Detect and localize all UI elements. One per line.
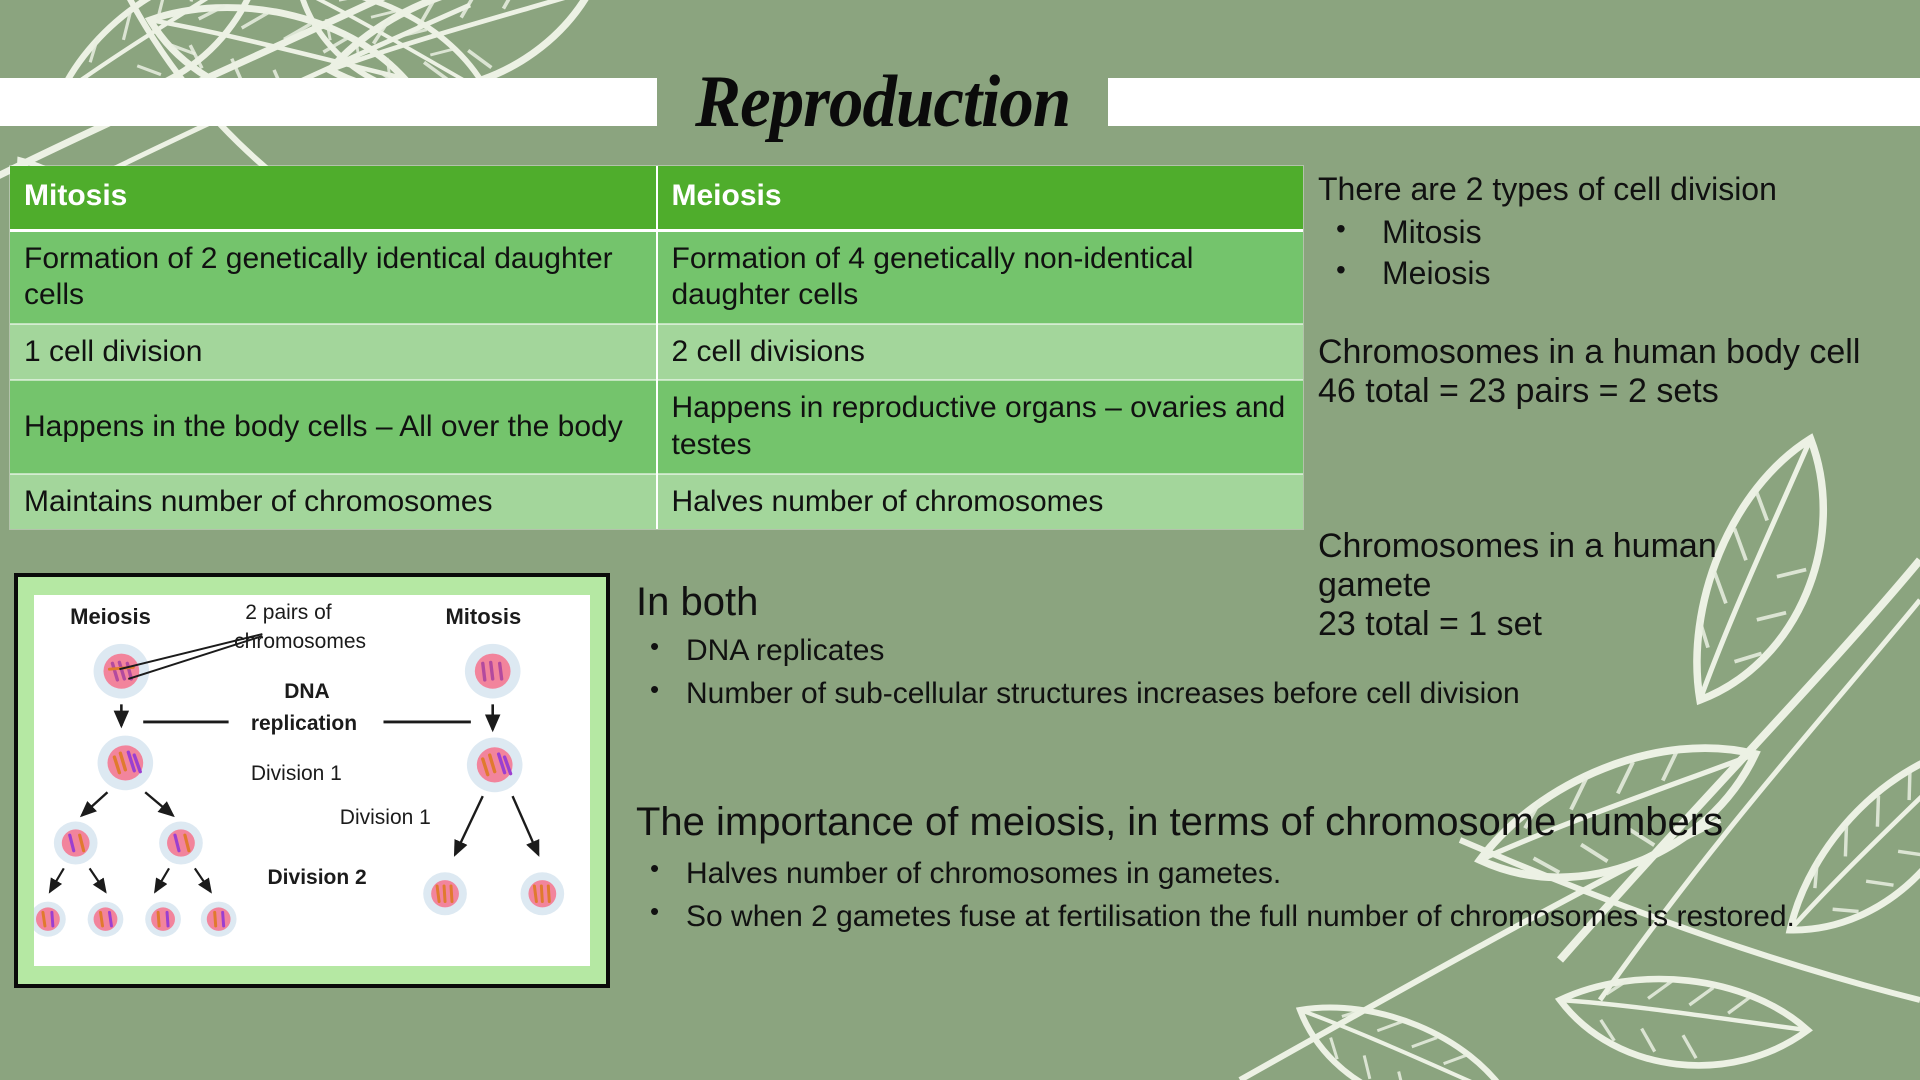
diagram-label-dna-line1: DNA — [284, 680, 330, 704]
cell-division-types-block: There are 2 types of cell division Mitos… — [1318, 171, 1788, 294]
table-cell: Happens in reproductive organs – ovaries… — [656, 380, 1303, 475]
table-row: Formation of 2 genetically identical dau… — [10, 230, 1303, 325]
title-bar-left — [0, 78, 657, 126]
list-item: Meiosis — [1318, 252, 1788, 294]
table-cell: Formation of 2 genetically identical dau… — [10, 230, 658, 325]
table-row: 1 cell division 2 cell divisions — [10, 323, 1303, 382]
diagram-graphics — [34, 633, 565, 937]
list-item: Number of sub-cellular structures increa… — [636, 671, 1696, 716]
mitosis-meiosis-comparison-table: Mitosis Meiosis Formation of 2 genetical… — [10, 166, 1303, 530]
table-cell: Happens in the body cells – All over the… — [10, 380, 658, 475]
diagram-label-chromosomes-line1: 2 pairs of — [245, 600, 332, 624]
meiosis-mitosis-diagram-card: Meiosis Mitosis 2 pairs of chromosomes D… — [14, 573, 610, 988]
table-cell: Halves number of chromosomes — [656, 473, 1303, 530]
in-both-heading: In both — [636, 580, 759, 624]
diagram-label-division1-meiosis: Division 1 — [250, 761, 342, 785]
table-header-row: Mitosis Meiosis — [10, 166, 1303, 232]
in-both-block: In both DNA replicates Number of sub-cel… — [636, 580, 1696, 715]
table-cell: 1 cell division — [10, 323, 658, 382]
title-band: Reproduction — [0, 65, 1920, 139]
list-item: Mitosis — [1318, 211, 1788, 253]
diagram-label-division1-mitosis: Division 1 — [339, 806, 431, 830]
diagram-label-division2: Division 2 — [267, 865, 367, 889]
importance-list: Halves number of chromosomes in gametes.… — [636, 850, 1896, 938]
page-title: Reproduction — [695, 61, 1071, 143]
types-intro-text: There are 2 types of cell division — [1318, 171, 1777, 207]
body-cell-count: 46 total = 23 pairs = 2 sets — [1318, 372, 1719, 411]
table-cell: 2 cell divisions — [656, 323, 1303, 382]
types-list: Mitosis Meiosis — [1318, 211, 1788, 294]
table-cell: Maintains number of chromosomes — [10, 473, 658, 530]
table-header-mitosis: Mitosis — [10, 166, 658, 232]
list-item: DNA replicates — [636, 628, 1696, 673]
diagram-label-meiosis: Meiosis — [70, 604, 151, 630]
importance-heading: The importance of meiosis, in terms of c… — [636, 800, 1724, 844]
list-item: Halves number of chromosomes in gametes. — [636, 850, 1896, 895]
diagram-label-mitosis: Mitosis — [445, 604, 522, 630]
table-header-meiosis: Meiosis — [656, 166, 1303, 232]
list-item: So when 2 gametes fuse at fertilisation … — [636, 893, 1896, 938]
diagram-label-chromosomes-line2: chromosomes — [234, 630, 367, 654]
body-cell-heading: Chromosomes in a human body cell — [1318, 333, 1861, 371]
table-row: Happens in the body cells – All over the… — [10, 380, 1303, 475]
importance-of-meiosis-block: The importance of meiosis, in terms of c… — [636, 800, 1896, 938]
table-cell: Formation of 4 genetically non-identical… — [656, 230, 1303, 325]
table-row: Maintains number of chromosomes Halves n… — [10, 473, 1303, 530]
body-cell-chromosomes-block: Chromosomes in a human body cell 46 tota… — [1318, 333, 1893, 411]
diagram-canvas: Meiosis Mitosis 2 pairs of chromosomes D… — [34, 595, 590, 966]
in-both-list: DNA replicates Number of sub-cellular st… — [636, 628, 1696, 716]
diagram-label-dna-line2: replication — [250, 711, 358, 735]
title-bar-right — [1108, 78, 1920, 126]
